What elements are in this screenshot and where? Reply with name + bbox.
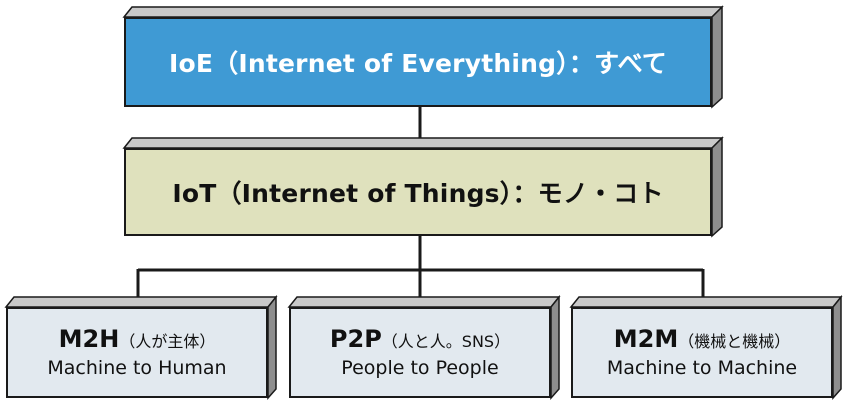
leaf1-side-bevel <box>267 294 277 400</box>
iot-side-bevel <box>711 136 723 238</box>
ioe-node: IoE（Internet of Everything）：すべて <box>124 17 712 107</box>
leaf2-top-bevel <box>287 296 561 308</box>
leaf3-top-bevel <box>569 296 843 308</box>
leaf-ja-note: （人が主体） <box>119 332 216 352</box>
leaf1-top-bevel <box>4 296 278 308</box>
leaf-abbr: P2P <box>329 325 382 354</box>
ioe-top-bevel <box>122 6 724 18</box>
iot-node: IoT（Internet of Things）：モノ・コト <box>124 148 712 236</box>
leaf-title: M2M（機械と機械） <box>614 326 790 352</box>
leaf-ja-note: （機械と機械） <box>678 332 791 352</box>
leaf2-side-bevel <box>550 294 560 400</box>
leaf-english-name: Machine to Human <box>47 356 227 379</box>
iot-label: IoT（Internet of Things）：モノ・コト <box>172 179 664 208</box>
iot-top-bevel <box>122 137 724 149</box>
leaf-abbr: M2M <box>613 325 679 354</box>
ioe-side-bevel <box>711 5 723 109</box>
leaf3-side-bevel <box>832 294 842 400</box>
ioe-label: IoE（Internet of Everything）：すべて <box>169 49 667 78</box>
leaf-ja-note: （人と人。SNS） <box>381 332 511 352</box>
leaf-node-m2h: M2H（人が主体） Machine to Human <box>6 307 268 398</box>
leaf-title: P2P（人と人。SNS） <box>330 326 510 352</box>
leaf-abbr: M2H <box>58 325 120 354</box>
leaf-english-name: People to People <box>341 356 499 379</box>
leaf-node-m2m: M2M（機械と機械） Machine to Machine <box>571 307 833 398</box>
leaf-english-name: Machine to Machine <box>606 356 798 379</box>
leaf-node-p2p: P2P（人と人。SNS） People to People <box>289 307 551 398</box>
leaf-title: M2H（人が主体） <box>59 326 216 352</box>
